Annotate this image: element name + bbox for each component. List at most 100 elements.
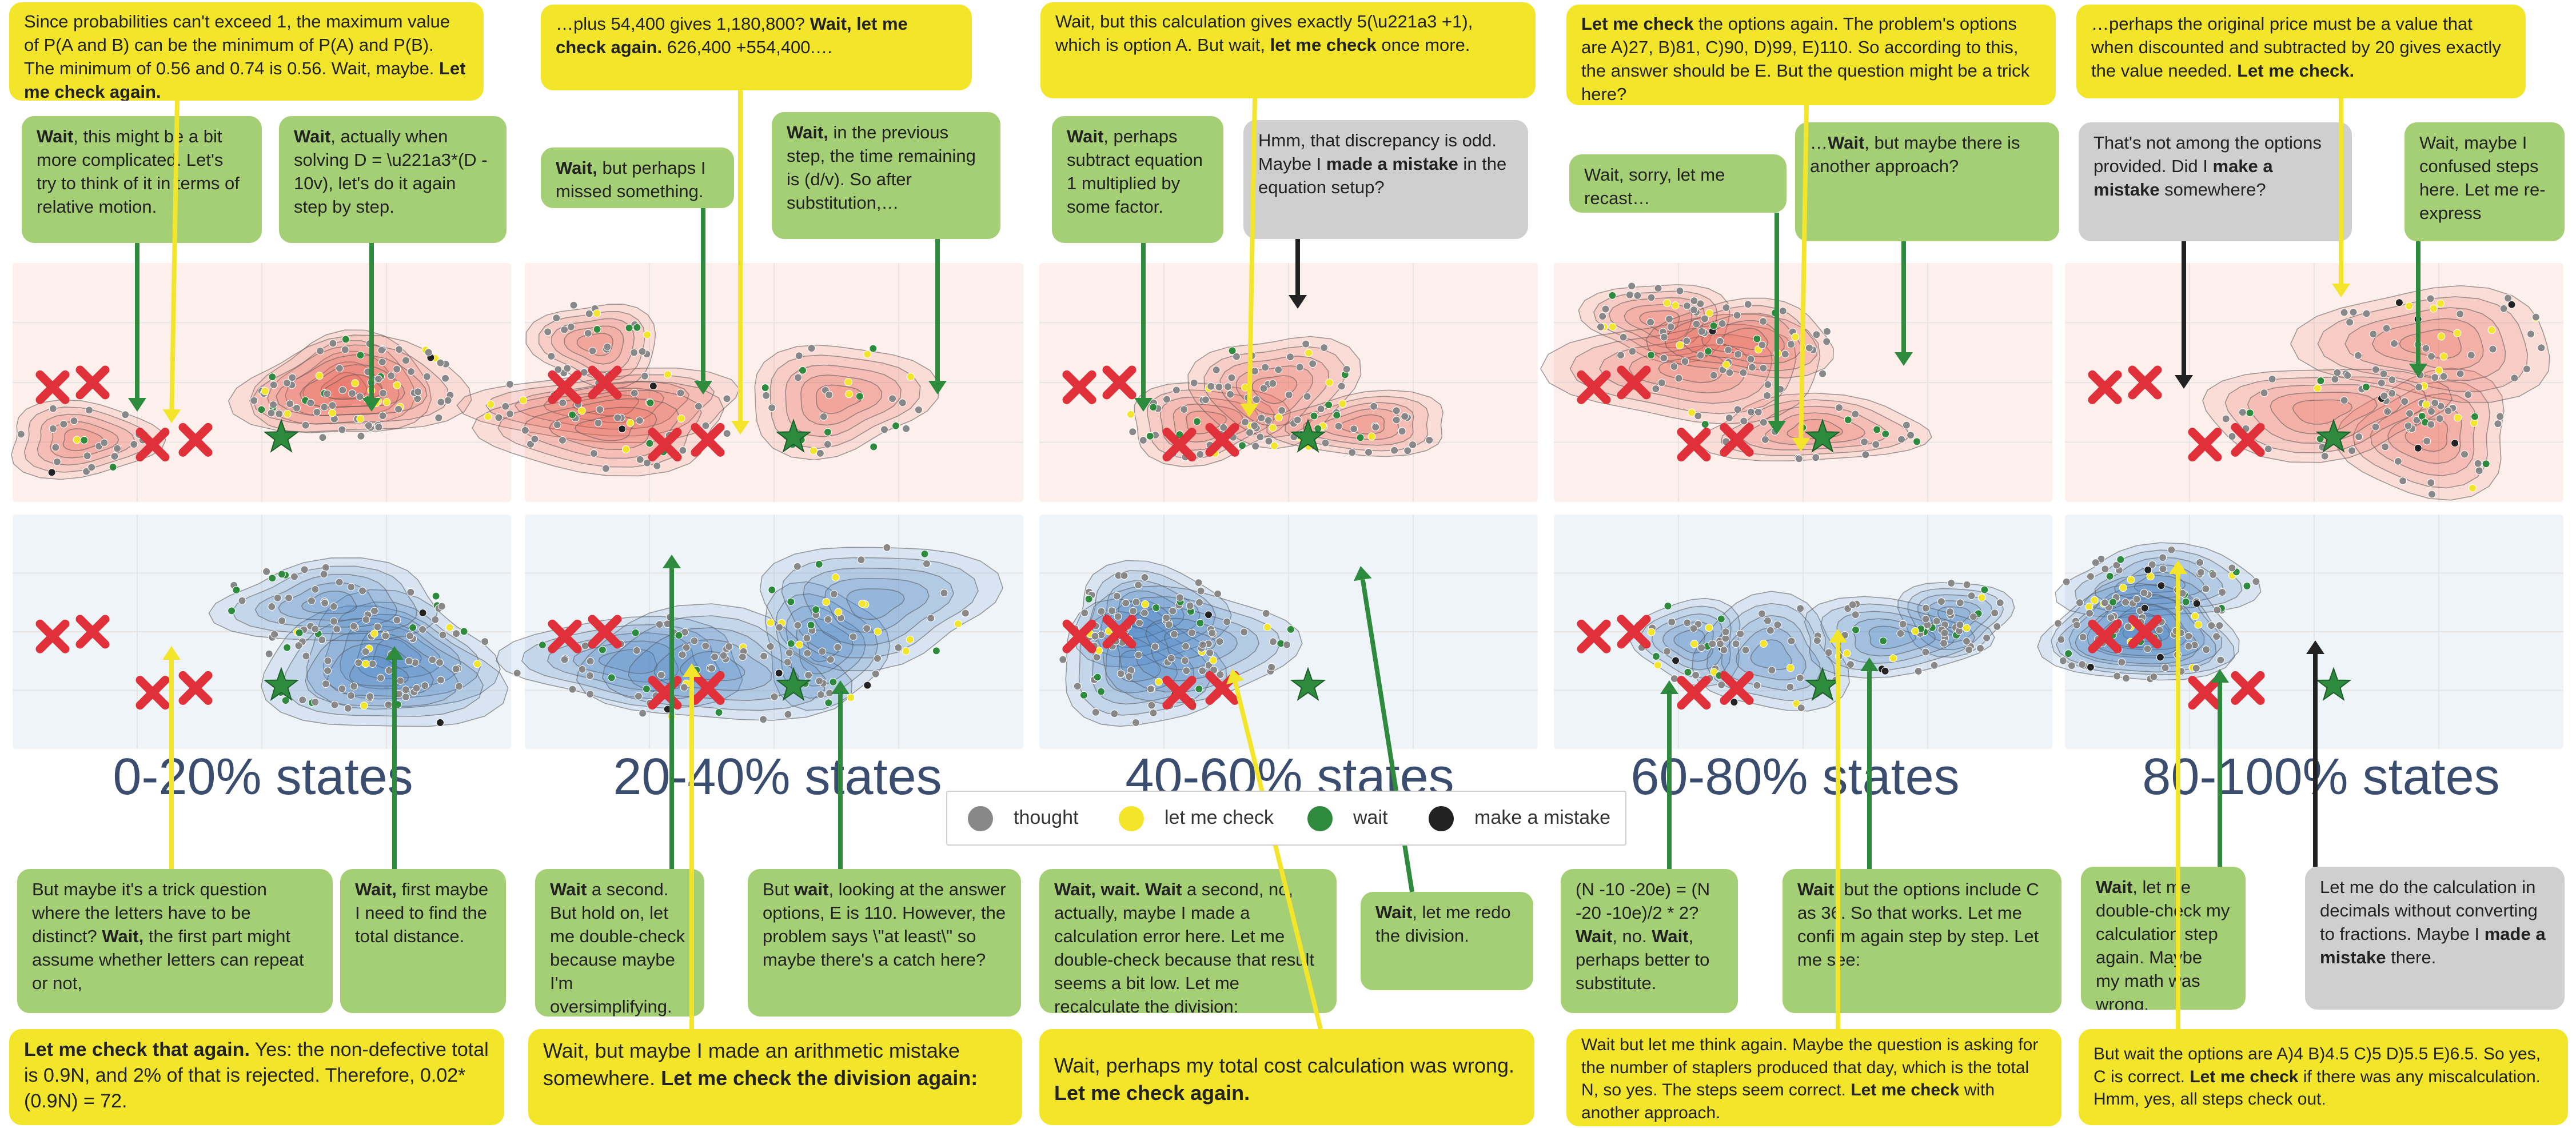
state-point bbox=[329, 339, 337, 348]
note-bold-text: Wait bbox=[1375, 902, 1413, 922]
state-point bbox=[1660, 333, 1668, 341]
state-point bbox=[1701, 420, 1709, 429]
state-point bbox=[2405, 302, 2414, 310]
state-point bbox=[1129, 607, 1138, 615]
state-point bbox=[1207, 382, 1215, 390]
state-point bbox=[902, 647, 910, 655]
state-point bbox=[723, 429, 731, 438]
state-point bbox=[2157, 581, 2166, 590]
error-cross-marker bbox=[1677, 428, 1711, 462]
error-cross-marker bbox=[1102, 365, 1137, 400]
panel5-bottom-green-note-1: Wait, let me double-check my calculation… bbox=[2081, 867, 2246, 1010]
state-point bbox=[694, 402, 703, 410]
state-point bbox=[593, 309, 601, 318]
state-point bbox=[1761, 435, 1769, 444]
density-contour bbox=[11, 399, 166, 480]
state-point bbox=[1116, 669, 1125, 678]
state-point bbox=[631, 628, 640, 637]
state-point bbox=[2429, 304, 2438, 313]
panel5-top-yellow-note: …perhaps the original price must be a va… bbox=[2076, 5, 2526, 98]
state-point bbox=[1608, 322, 1617, 331]
state-point bbox=[1963, 624, 1971, 632]
state-point bbox=[2431, 398, 2439, 407]
state-point bbox=[649, 382, 657, 390]
state-point bbox=[1754, 408, 1762, 416]
state-point bbox=[680, 683, 688, 692]
note-bold-text: Wait bbox=[294, 126, 331, 146]
error-cross-marker bbox=[2128, 615, 2162, 649]
state-point bbox=[2343, 371, 2352, 380]
error-cross-marker bbox=[1577, 619, 1611, 653]
state-point bbox=[1851, 410, 1860, 418]
density-contour bbox=[775, 593, 879, 699]
state-point bbox=[870, 443, 878, 451]
state-point bbox=[1201, 396, 1210, 404]
state-point bbox=[1262, 609, 1270, 617]
note-bold-text: Let me check that again. bbox=[24, 1039, 250, 1061]
state-point bbox=[1930, 661, 1939, 669]
state-point bbox=[2427, 352, 2435, 361]
state-point bbox=[401, 356, 410, 365]
note-text: in the previous step, the time remaining… bbox=[787, 122, 976, 213]
state-point bbox=[642, 685, 651, 693]
state-point bbox=[2427, 490, 2436, 499]
state-point bbox=[384, 700, 393, 709]
state-point bbox=[2264, 445, 2272, 453]
note-bold-text: Wait bbox=[1576, 926, 1613, 946]
state-point bbox=[2414, 444, 2422, 452]
panel4-bottom-green-note-2: Wait, but the options include C as 36. S… bbox=[1783, 869, 2061, 1013]
state-point bbox=[1283, 640, 1291, 649]
state-point bbox=[2148, 560, 2156, 569]
state-point bbox=[311, 698, 320, 706]
density-contour bbox=[1645, 297, 1834, 379]
state-point bbox=[1956, 599, 1964, 607]
state-point bbox=[1197, 587, 1205, 595]
state-point bbox=[2444, 406, 2453, 415]
error-cross-marker bbox=[35, 370, 70, 404]
state-point bbox=[1232, 352, 1241, 361]
state-point bbox=[1293, 416, 1302, 424]
state-point bbox=[2415, 383, 2423, 392]
state-point bbox=[2192, 664, 2200, 672]
state-point bbox=[1983, 633, 1991, 642]
state-point bbox=[406, 588, 415, 596]
error-cross-marker bbox=[1577, 370, 1611, 404]
state-point bbox=[1787, 340, 1795, 349]
state-point bbox=[87, 463, 96, 472]
state-point bbox=[1646, 318, 1655, 326]
state-point bbox=[379, 389, 387, 397]
state-point bbox=[626, 418, 635, 427]
state-point bbox=[1914, 667, 1923, 675]
state-point bbox=[1097, 687, 1105, 696]
state-point bbox=[636, 455, 644, 464]
state-point bbox=[2427, 420, 2435, 429]
state-point bbox=[328, 409, 337, 417]
answer-star-marker bbox=[775, 667, 812, 701]
error-cross-marker bbox=[2088, 370, 2122, 404]
state-point bbox=[2340, 396, 2348, 405]
note-text: That's not among the options provided. D… bbox=[2094, 133, 2322, 176]
panel5-bottom-gray-note: Let me do the calculation in decimals wi… bbox=[2305, 867, 2565, 1010]
state-point bbox=[554, 365, 563, 374]
state-point bbox=[676, 389, 685, 397]
answer-star-marker bbox=[2315, 418, 2352, 453]
state-point bbox=[1140, 609, 1149, 617]
connector-arrowhead bbox=[1134, 398, 1153, 412]
state-point bbox=[638, 347, 647, 356]
state-point bbox=[441, 374, 450, 382]
error-cross-marker bbox=[588, 615, 622, 649]
note-bold-text: Wait, bbox=[787, 122, 828, 142]
state-point bbox=[1261, 363, 1270, 372]
state-point bbox=[2467, 351, 2475, 360]
state-point bbox=[1653, 661, 1662, 669]
state-point bbox=[2216, 656, 2225, 664]
state-point bbox=[2362, 309, 2371, 318]
state-point bbox=[2191, 612, 2199, 620]
state-point bbox=[349, 622, 358, 631]
state-point bbox=[351, 379, 360, 388]
state-point bbox=[894, 643, 903, 652]
density-contour bbox=[485, 374, 715, 437]
plot-red-5 bbox=[2065, 263, 2563, 502]
panel4-bottom-green-note-1: (N -10 -20e) = (N -20 -10e)/2 * 2? Wait,… bbox=[1561, 869, 1738, 1013]
state-point bbox=[2510, 374, 2519, 382]
